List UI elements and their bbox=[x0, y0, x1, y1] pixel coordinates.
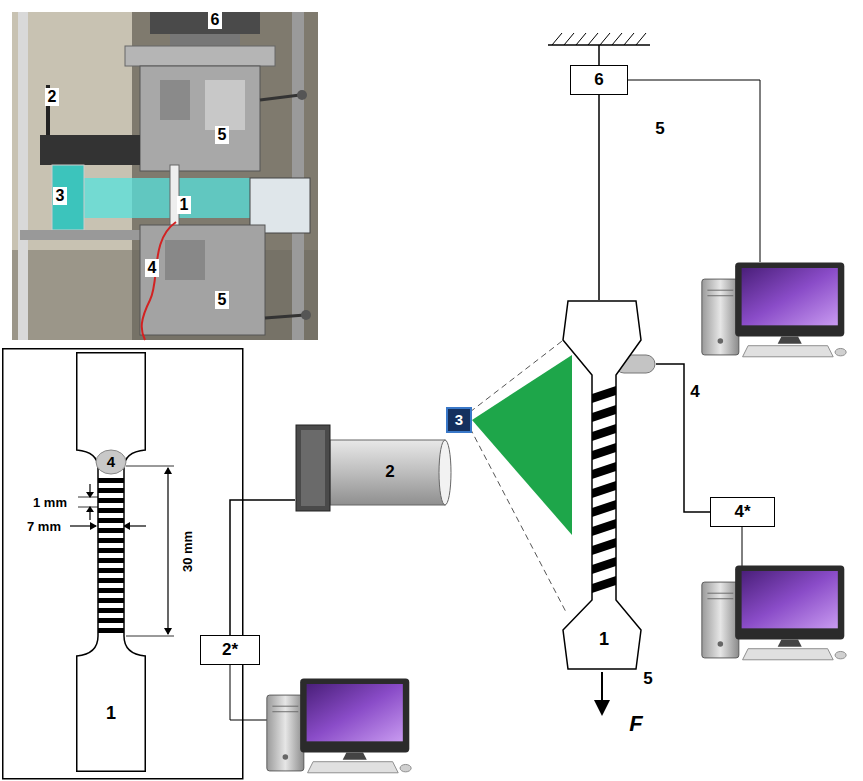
computer-icon bbox=[702, 262, 846, 356]
node-label: 4 bbox=[690, 383, 699, 400]
specimen-outline-shape bbox=[562, 300, 642, 670]
node-label: 1 bbox=[599, 630, 609, 648]
acquisition-box: 2* bbox=[200, 635, 260, 665]
callout-number: 5 bbox=[643, 670, 652, 687]
callout-number: 1 bbox=[177, 196, 192, 214]
specimen-outline: 1 bbox=[76, 352, 146, 772]
force-symbol: F bbox=[629, 713, 642, 735]
node-label: 6 bbox=[594, 71, 603, 88]
extensometer-sensor: 4 bbox=[95, 449, 127, 475]
ir-camera: 2 bbox=[295, 420, 450, 512]
dimension-label: 7 mm bbox=[27, 520, 61, 533]
test-scheme bbox=[230, 33, 846, 773]
node-label: 1 bbox=[106, 704, 116, 722]
signal-wire bbox=[230, 500, 295, 635]
callout-number: 4 bbox=[145, 259, 160, 277]
callout-number: 5 bbox=[655, 120, 664, 137]
node-label: 4 bbox=[107, 454, 115, 469]
ir-camera-shape bbox=[295, 420, 450, 512]
callout-number: 5 bbox=[215, 291, 230, 309]
node-label: 2 bbox=[385, 463, 394, 480]
callout-number: 6 bbox=[208, 11, 223, 29]
node-label: 4* bbox=[734, 503, 750, 520]
signal-wire bbox=[598, 95, 600, 300]
callout-number: 3 bbox=[53, 187, 68, 205]
specimen-outline: 1 bbox=[562, 300, 642, 670]
computer-icon bbox=[702, 565, 846, 659]
callout-number: 5 bbox=[215, 126, 230, 144]
node-label: 2* bbox=[222, 641, 238, 658]
specimen-panel bbox=[3, 349, 243, 779]
acquisition-box: 4* bbox=[710, 497, 775, 527]
machine-photo bbox=[12, 12, 318, 340]
computer-icon bbox=[267, 678, 411, 772]
dimension-label: 30 mm bbox=[181, 530, 194, 571]
load-cell-box: 6 bbox=[570, 65, 628, 95]
signal-wire bbox=[656, 364, 710, 512]
callout-number: 2 bbox=[45, 88, 60, 106]
node-label: 3 bbox=[455, 412, 463, 427]
dimension-label: 1 mm bbox=[33, 496, 67, 509]
light-source: 3 bbox=[446, 407, 472, 433]
